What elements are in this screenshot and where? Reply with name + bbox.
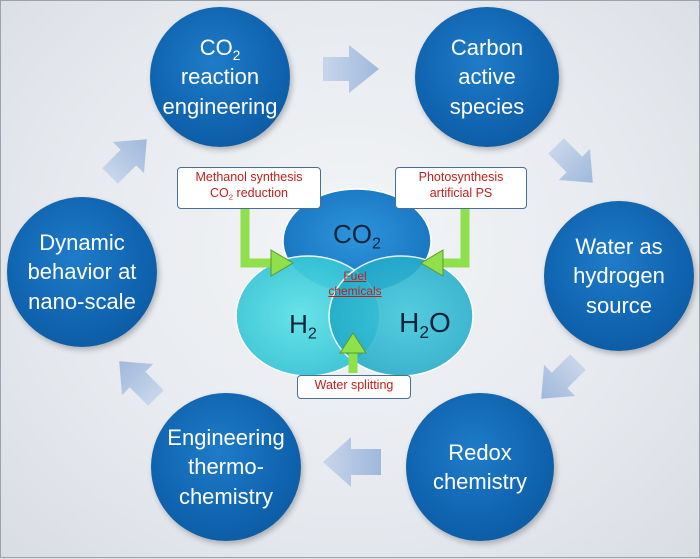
- node-water-line3: source: [585, 292, 653, 318]
- co2-text: CO: [199, 35, 233, 61]
- label-water-split-line1: Water splitting: [314, 378, 394, 392]
- label-co2-text: CO: [210, 185, 229, 200]
- venn-h2-subscript: 2: [307, 324, 317, 343]
- green-arrow-methanol-icon: [240, 209, 273, 268]
- venn-label-co2: CO2: [311, 219, 403, 253]
- node-carbon-line1: Carbon: [450, 35, 524, 61]
- node-engineering-line2: thermo-: [188, 454, 264, 480]
- node-dynamic-line2: behavior at: [27, 259, 137, 285]
- green-arrowhead-water-split-icon: [339, 332, 367, 354]
- arrow-water-to-redox-icon: [541, 354, 586, 399]
- venn-co2-text: CO: [333, 219, 373, 249]
- node-co2-line1: CO2: [200, 33, 241, 62]
- venn-label-h2: H2: [273, 309, 333, 343]
- node-co2-line3: engineering: [162, 93, 278, 119]
- venn-h2o-h: H: [399, 307, 420, 338]
- node-carbon-line3: species: [449, 93, 525, 119]
- label-reduction-text: reduction: [233, 185, 288, 200]
- label-methanol-synthesis: Methanol synthesis CO2 reduction: [177, 167, 321, 209]
- label-methanol-line1: Methanol synthesis: [195, 170, 303, 184]
- venn-h2o-subscript: 2: [419, 322, 430, 343]
- node-co2-line2: reaction: [180, 64, 260, 90]
- label-co2-subscript: 2: [228, 192, 234, 202]
- label-water-splitting: Water splitting: [297, 375, 411, 399]
- green-arrowhead-photo-icon: [420, 249, 444, 277]
- node-redox-line1: Redox: [448, 439, 512, 465]
- node-dynamic-behavior: Dynamic behavior at nano-scale: [7, 197, 157, 347]
- node-redox-line2: chemistry: [432, 469, 528, 494]
- label-photo-line2: artificial PS: [429, 185, 493, 200]
- arrow-redox-to-engineering-icon: [323, 437, 381, 487]
- venn-h2-text: H: [289, 309, 308, 339]
- fuel-line2: chemicals: [328, 284, 382, 298]
- venn-label-fuel-chemicals: Fuel chemicals: [313, 269, 397, 299]
- arrow-dynamic-to-co2-icon: [102, 139, 147, 184]
- node-water-line1: Water as: [575, 234, 663, 260]
- label-photo-line1: Photosynthesis: [418, 170, 504, 184]
- arrow-engineering-to-dynamic-icon: [119, 361, 164, 406]
- arrow-carbon-to-water-icon: [548, 138, 593, 183]
- arrow-co2-to-carbon-icon: [323, 45, 379, 93]
- node-redox-chemistry: Redox chemistry: [406, 393, 554, 541]
- node-water-hydrogen-source: Water as hydrogen source: [544, 201, 694, 351]
- node-co2-reaction-engineering: CO2 reaction engineering: [150, 7, 290, 147]
- green-arrowhead-methanol-icon: [270, 249, 294, 277]
- node-engineering-thermochemistry: Engineering thermo- chemistry: [151, 393, 301, 541]
- node-carbon-active-species: Carbon active species: [415, 7, 559, 147]
- venn-h2o-o: O: [429, 307, 451, 338]
- node-water-line2: hydrogen: [573, 263, 665, 289]
- node-dynamic-line3: nano-scale: [28, 288, 136, 314]
- label-photosynthesis: Photosynthesis artificial PS: [395, 167, 527, 209]
- node-dynamic-line1: Dynamic: [39, 230, 125, 256]
- venn-label-h2o: H2O: [385, 307, 465, 343]
- co2-subscript: 2: [232, 48, 241, 64]
- node-engineering-line3: chemistry: [178, 483, 274, 509]
- label-methanol-line2: CO2 reduction: [182, 186, 316, 202]
- fuel-line1: Fuel: [343, 269, 367, 283]
- venn-co2-subscript: 2: [372, 234, 381, 253]
- node-engineering-line1: Engineering: [167, 425, 285, 451]
- green-arrow-photo-icon: [441, 209, 470, 268]
- node-carbon-line2: active: [458, 64, 516, 90]
